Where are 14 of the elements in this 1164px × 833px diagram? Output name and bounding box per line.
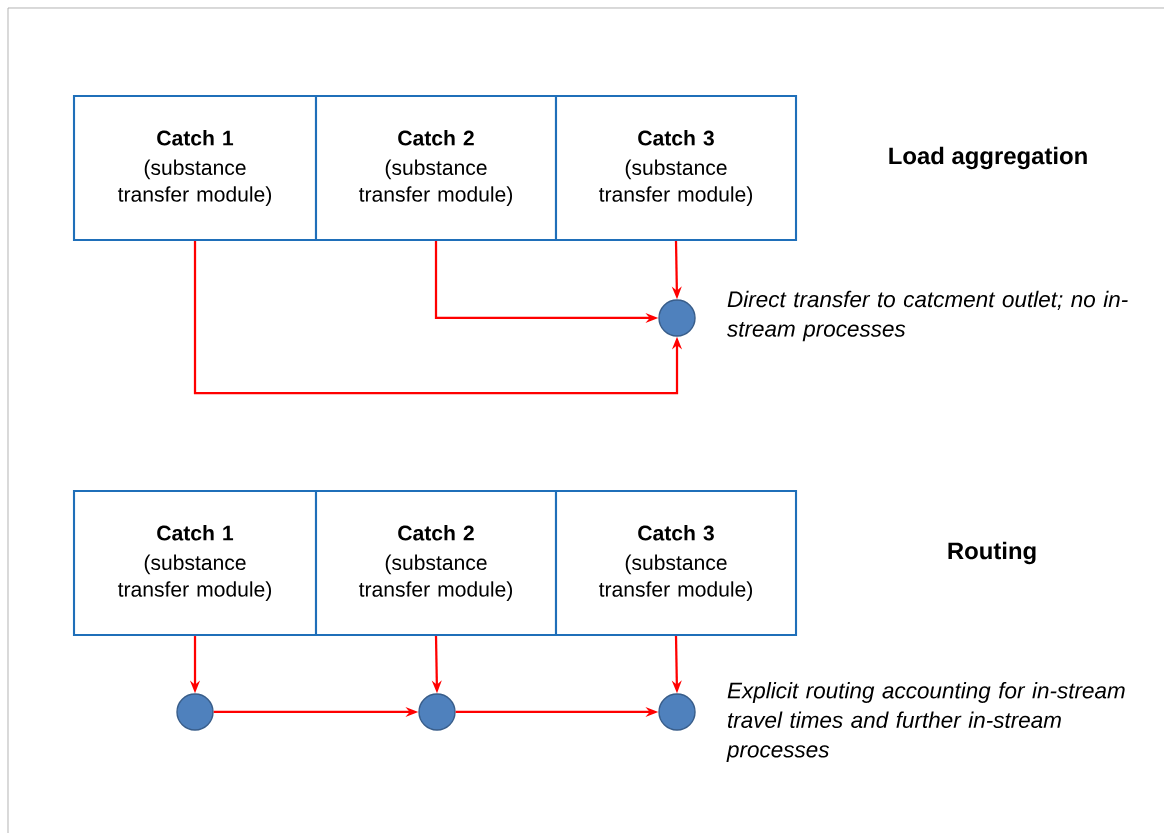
module-box: Catch 1 (substance transfer module)	[72, 94, 318, 242]
outlet-circle	[658, 693, 696, 731]
module-box: Catch 2 (substance transfer module)	[314, 94, 558, 242]
note-text: Explicit routing accounting for in-stream travel times and further in-stream processes	[726, 682, 1125, 762]
module-box: Catch 1 (substance transfer module)	[72, 489, 318, 637]
module-box: Catch 3 (substance transfer module)	[554, 94, 798, 242]
outlet-circle	[658, 299, 696, 337]
outlet-circle	[176, 693, 214, 731]
note-text: Direct transfer to catcment outlet; no in-stream processes	[727, 290, 1128, 342]
section-heading: Load aggregation	[889, 146, 1087, 170]
module-box: Catch 3 (substance transfer module)	[554, 489, 798, 637]
outlet-circle	[418, 693, 456, 731]
section-heading: Routing	[948, 541, 1036, 565]
module-box: Catch 2 (substance transfer module)	[314, 489, 558, 637]
